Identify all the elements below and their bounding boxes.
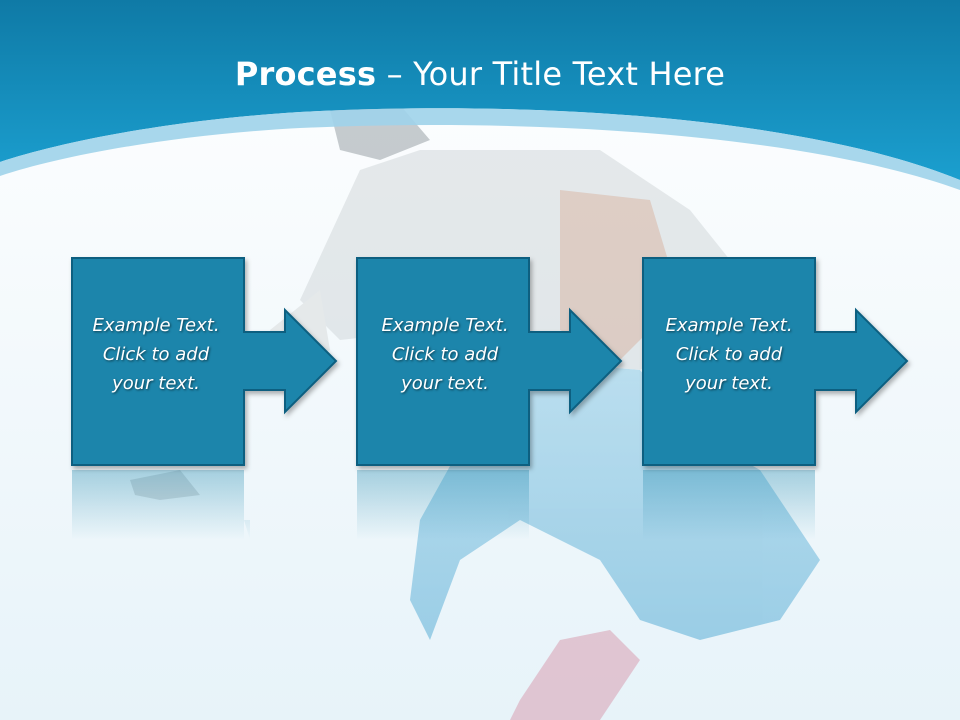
step-2-line-1: Example Text. <box>381 315 509 336</box>
step-2-arrow-box[interactable] <box>356 257 623 466</box>
step-1-arrow-box[interactable] <box>71 257 338 466</box>
step-2-line-3: your text. <box>401 373 489 394</box>
slide-title[interactable]: Process – Your Title Text Here <box>0 52 960 96</box>
header-swoosh <box>0 108 960 190</box>
header-band <box>0 0 960 180</box>
step-1-reflection <box>72 470 250 540</box>
step-2-text[interactable]: Example Text. Click to add your text. <box>359 311 531 398</box>
step-3-line-1: Example Text. <box>665 315 793 336</box>
step-3-line-3: your text. <box>685 373 773 394</box>
title-strong: Process <box>234 55 377 93</box>
title-rest: – Your Title Text Here <box>376 55 726 93</box>
step-3-reflection <box>643 470 815 540</box>
process-step-1[interactable] <box>71 257 338 540</box>
step-3-text[interactable]: Example Text. Click to add your text. <box>643 311 815 398</box>
step-3-line-2: Click to add <box>675 344 783 365</box>
step-1-line-3: your text. <box>112 373 200 394</box>
step-3-arrow-box[interactable] <box>642 257 909 466</box>
step-1-text[interactable]: Example Text. Click to add your text. <box>70 311 242 398</box>
process-step-3[interactable] <box>642 257 909 540</box>
step-1-line-1: Example Text. <box>92 315 220 336</box>
step-2-line-2: Click to add <box>391 344 499 365</box>
process-step-2[interactable] <box>356 257 623 540</box>
step-1-line-2: Click to add <box>102 344 210 365</box>
step-2-reflection <box>357 470 529 540</box>
